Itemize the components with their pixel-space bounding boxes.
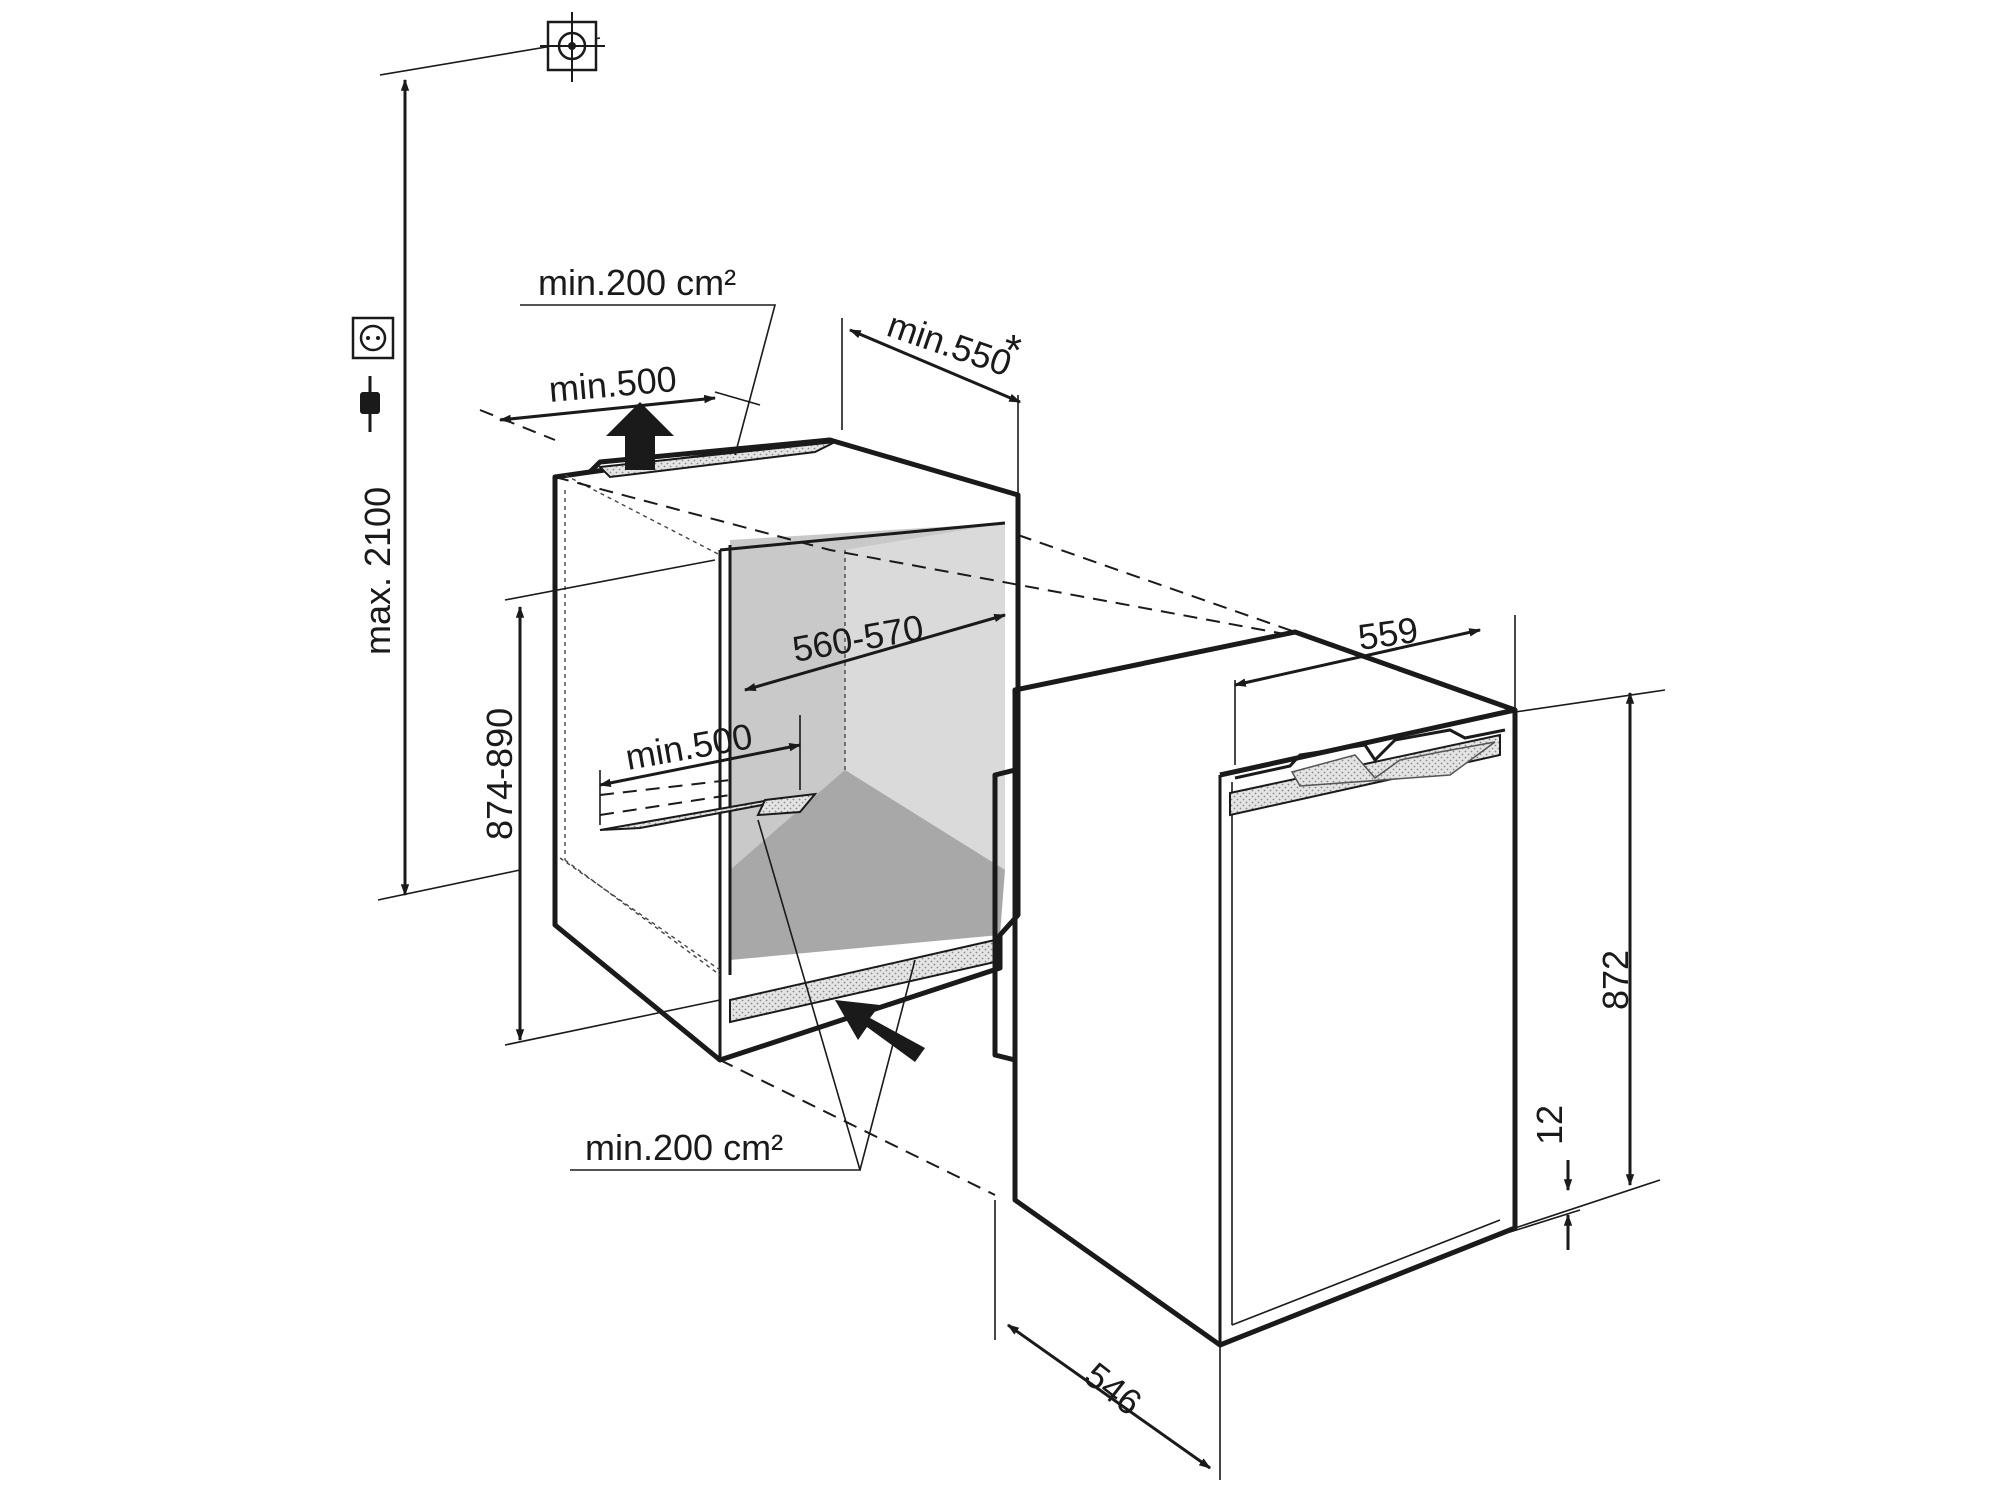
niche-floor xyxy=(730,770,1005,960)
label-plinth-gap: 12 xyxy=(1529,1105,1570,1145)
niche-side-wall xyxy=(845,523,1005,870)
plug-icon xyxy=(360,376,380,432)
label-appliance-width: 559 xyxy=(1355,609,1420,658)
top-vent xyxy=(597,441,836,479)
niche-cabinet xyxy=(552,402,1021,1063)
label-appliance-depth: 546 xyxy=(1077,1354,1150,1423)
label-asterisk: * xyxy=(1005,326,1022,375)
socket-icon xyxy=(351,316,395,360)
air-in-arrow xyxy=(835,1000,925,1062)
alignment-lines xyxy=(479,409,1296,1196)
label-vent-bottom: min.200 cm² xyxy=(585,1127,783,1168)
dimension-lines xyxy=(377,37,1666,1480)
water-connection-icon xyxy=(540,12,605,82)
appliance-plinth xyxy=(992,767,1016,1063)
label-top-width: min.500 xyxy=(547,358,678,410)
label-niche-height: 874-890 xyxy=(479,708,520,840)
niche-top-edge xyxy=(588,437,831,474)
label-max-height: max. 2100 xyxy=(357,487,398,655)
label-vent-top: min.200 cm² xyxy=(538,262,736,303)
appliance-outline xyxy=(1012,629,1518,1348)
appliance xyxy=(992,629,1518,1348)
label-appliance-height: 872 xyxy=(1595,950,1636,1010)
